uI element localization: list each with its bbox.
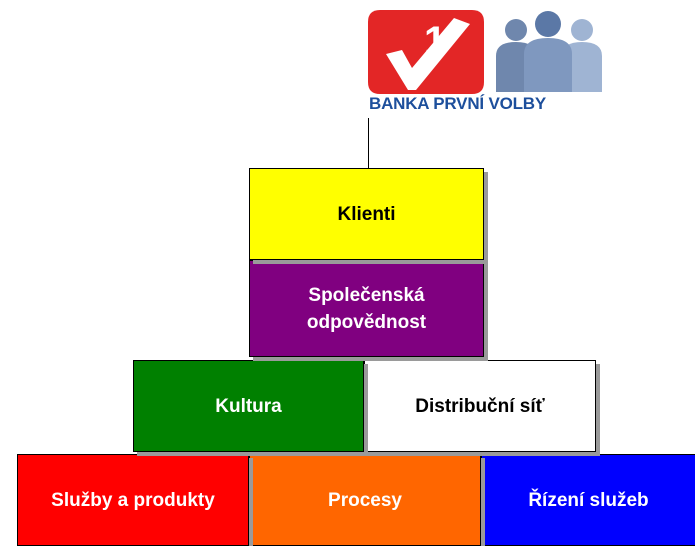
block-label: Distribuční síť [415, 395, 545, 417]
block-label: Procesy [328, 489, 402, 511]
block-label: Kultura [215, 395, 282, 417]
people-group-icon [496, 11, 602, 92]
block-distribucni-sit: Distribuční síť [364, 360, 596, 452]
block-label: Klienti [337, 203, 396, 225]
bank-logo-mark: 1 [368, 10, 484, 94]
block-kultura: Kultura [133, 360, 364, 452]
block-spolecenska-odpovednost: Společenská odpovědnost [249, 260, 484, 357]
logo-number: 1 [424, 19, 446, 63]
connector-line [368, 118, 369, 168]
block-label: Služby a produkty [51, 489, 215, 511]
block-rizeni-sluzeb: Řízení služeb [481, 454, 695, 546]
bank-name: BANKA PRVNÍ VOLBY [369, 94, 547, 113]
block-procesy: Procesy [249, 454, 481, 546]
block-sluzby-a-produkty: Služby a produkty [17, 454, 249, 546]
check-icon [386, 18, 470, 90]
block-label: Řízení služeb [528, 489, 649, 511]
block-klienti: Klienti [249, 168, 484, 260]
block-label: Společenská odpovědnost [306, 284, 427, 333]
